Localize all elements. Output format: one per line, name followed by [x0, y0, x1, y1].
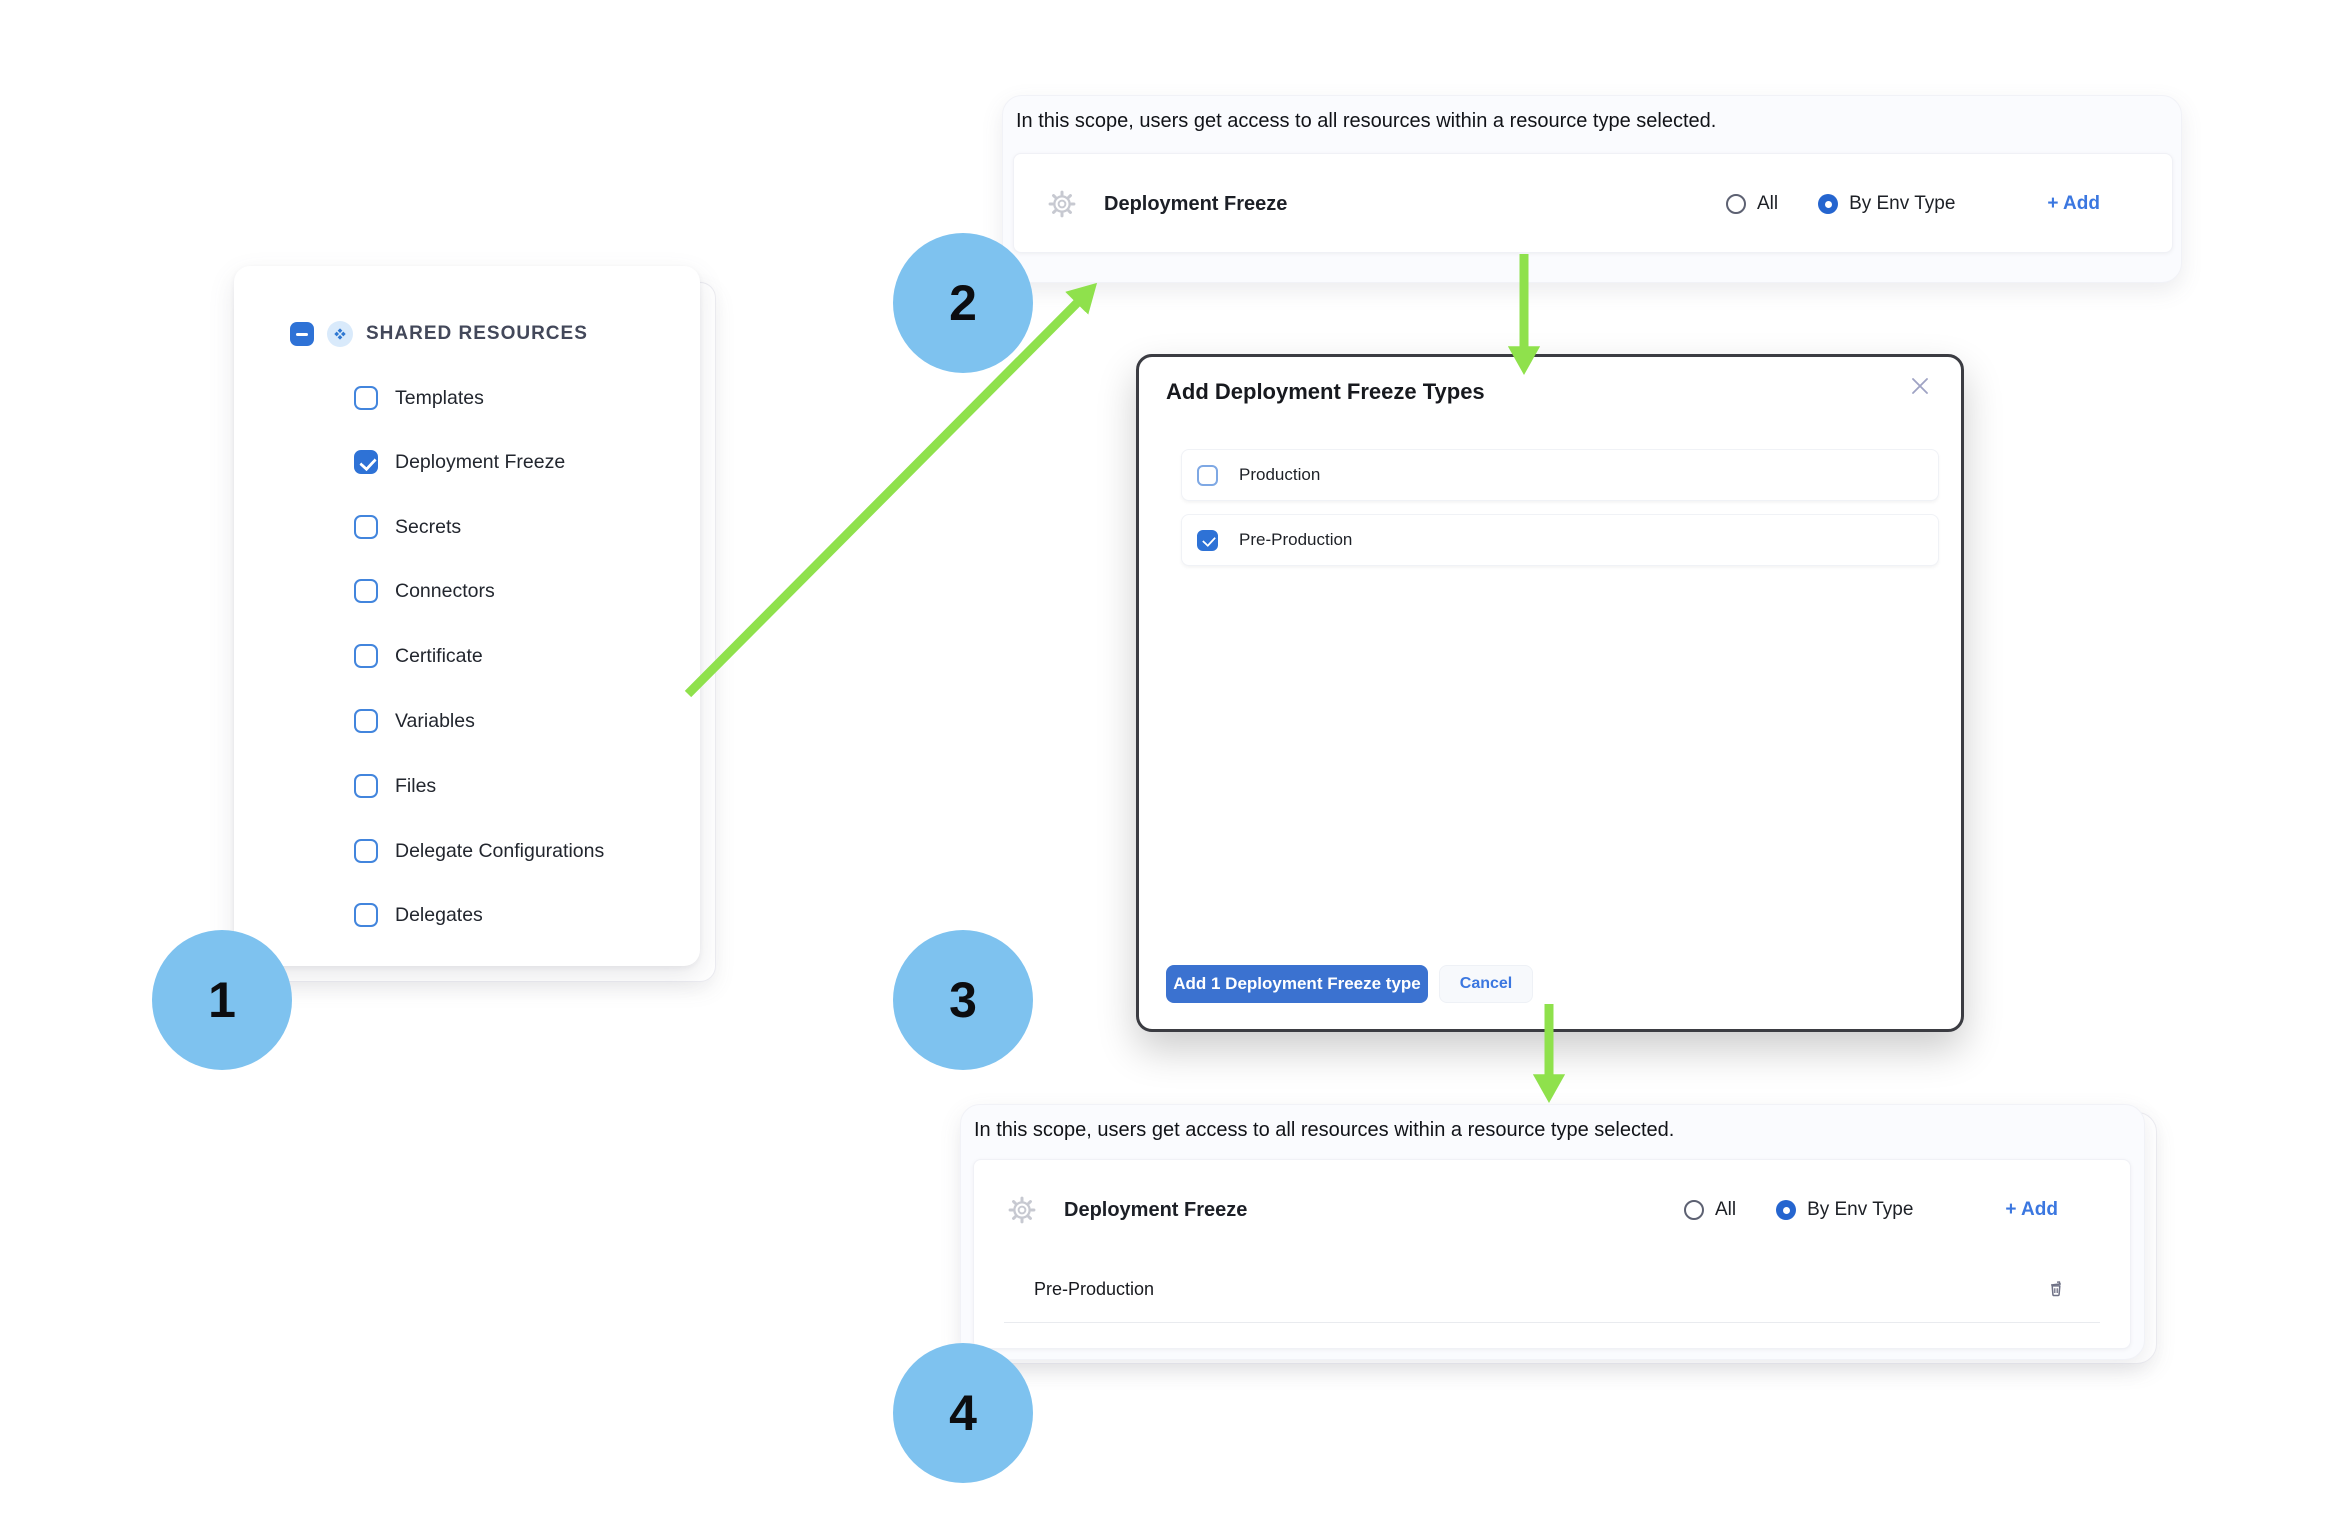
resource-type-card-bottom: Deployment Freeze All By Env Type + Add …: [973, 1159, 2131, 1349]
step-circle-2: 2: [893, 233, 1033, 373]
radio-option-all[interactable]: All: [1683, 1199, 1737, 1221]
checkbox-delegates[interactable]: [354, 903, 378, 927]
label-files: Files: [395, 774, 437, 797]
collapse-minus-checkbox[interactable]: [290, 322, 314, 346]
resource-item-connectors: Connectors: [354, 578, 495, 604]
gear-icon: [1046, 188, 1078, 220]
checkbox-certificate[interactable]: [354, 644, 378, 668]
resource-type-card-top: Deployment Freeze All By Env Type + Add: [1013, 153, 2173, 253]
step-number-2: 2: [949, 275, 977, 331]
cancel-button[interactable]: Cancel: [1439, 965, 1533, 1003]
radio-by-env-type[interactable]: [1818, 194, 1839, 214]
resource-item-delegate-configurations: Delegate Configurations: [354, 838, 604, 864]
env-radio-group: All By Env Type: [1683, 1199, 1913, 1221]
trash-icon[interactable]: [2046, 1279, 2066, 1299]
env-radio-group: All By Env Type: [1725, 193, 1955, 215]
resource-item-variables: Variables: [354, 708, 475, 734]
scope-note-bottom: In this scope, users get access to all r…: [974, 1119, 1675, 1141]
scope-panel-bottom: In this scope, users get access to all r…: [960, 1104, 2145, 1360]
step-circle-1: 1: [152, 930, 292, 1070]
resource-item-certificate: Certificate: [354, 643, 483, 669]
step-circle-4: 4: [893, 1343, 1033, 1483]
env-type-entry-row: Pre-Production: [974, 1260, 2130, 1318]
step-number-1: 1: [208, 972, 236, 1028]
modal-title: Add Deployment Freeze Types: [1166, 379, 1485, 404]
add-deployment-freeze-type-button[interactable]: Add 1 Deployment Freeze type: [1166, 965, 1428, 1003]
checkbox-production[interactable]: [1197, 464, 1218, 486]
checkbox-deployment-freeze[interactable]: [354, 450, 378, 474]
close-icon[interactable]: [1905, 371, 1935, 401]
checkbox-pre-production[interactable]: [1197, 529, 1218, 551]
shared-resources-icon: [327, 321, 353, 347]
checkbox-files[interactable]: [354, 774, 378, 798]
scope-panel-top: In this scope, users get access to all r…: [1002, 95, 2182, 283]
checkbox-delegate-configurations[interactable]: [354, 839, 378, 863]
resource-item-delegates: Delegates: [354, 902, 483, 928]
step-number-3: 3: [949, 972, 977, 1028]
modal-footer: Add 1 Deployment Freeze type Cancel: [1166, 965, 1533, 1003]
resource-name: Deployment Freeze: [1064, 1198, 1248, 1221]
shared-resources-card: SHARED RESOURCES Templates Deployment Fr…: [234, 266, 700, 966]
checkbox-secrets[interactable]: [354, 515, 378, 539]
add-link[interactable]: + Add: [2047, 193, 2100, 214]
step-number-4: 4: [949, 1385, 977, 1441]
resource-item-files: Files: [354, 773, 436, 799]
arrow-step1-to-step2: [684, 282, 1098, 698]
add-deployment-freeze-modal: Add Deployment Freeze Types Production P…: [1136, 354, 1964, 1032]
radio-option-all[interactable]: All: [1725, 193, 1779, 215]
radio-by-env-label: By Env Type: [1849, 193, 1956, 214]
radio-all[interactable]: [1725, 194, 1746, 214]
label-variables: Variables: [395, 709, 475, 732]
radio-option-by-env-type[interactable]: By Env Type: [1818, 193, 1955, 215]
shared-resources-header: SHARED RESOURCES: [290, 320, 588, 348]
resource-item-templates: Templates: [354, 385, 484, 411]
radio-by-env-label: By Env Type: [1807, 1199, 1914, 1220]
label-delegates: Delegates: [395, 903, 483, 926]
modal-row-production: Production: [1181, 449, 1939, 501]
label-deployment-freeze: Deployment Freeze: [395, 450, 566, 473]
label-delegate-configurations: Delegate Configurations: [395, 839, 605, 862]
label-secrets: Secrets: [395, 515, 462, 538]
env-type-entry-label: Pre-Production: [1034, 1278, 1155, 1299]
resource-item-secrets: Secrets: [354, 514, 461, 540]
label-templates: Templates: [395, 386, 484, 409]
radio-all-label: All: [1756, 193, 1779, 214]
scope-note-top: In this scope, users get access to all r…: [1016, 110, 1717, 132]
step-circle-3: 3: [893, 930, 1033, 1070]
shared-resources-title: SHARED RESOURCES: [366, 323, 588, 344]
label-production: Production: [1239, 465, 1321, 484]
gear-icon: [1006, 1194, 1038, 1226]
checkbox-templates[interactable]: [354, 386, 378, 410]
resource-name: Deployment Freeze: [1104, 192, 1288, 215]
modal-row-pre-production: Pre-Production: [1181, 514, 1939, 566]
label-connectors: Connectors: [395, 579, 495, 602]
resource-item-deployment-freeze: Deployment Freeze: [354, 449, 565, 475]
radio-option-by-env-type[interactable]: By Env Type: [1776, 1199, 1913, 1221]
radio-all-label: All: [1714, 1199, 1737, 1220]
modal-option-list: Production Pre-Production: [1181, 449, 1939, 579]
checkbox-connectors[interactable]: [354, 579, 378, 603]
label-pre-production: Pre-Production: [1239, 530, 1353, 549]
radio-by-env-type[interactable]: [1776, 1200, 1797, 1220]
radio-all[interactable]: [1683, 1200, 1704, 1220]
deployment-freeze-row-top: Deployment Freeze All By Env Type + Add: [1014, 154, 2172, 254]
add-link[interactable]: + Add: [2005, 1199, 2058, 1220]
deployment-freeze-row-bottom: Deployment Freeze All By Env Type + Add: [974, 1160, 2130, 1260]
label-certificate: Certificate: [395, 644, 483, 667]
checkbox-variables[interactable]: [354, 709, 378, 733]
entry-separator: [1004, 1322, 2100, 1323]
